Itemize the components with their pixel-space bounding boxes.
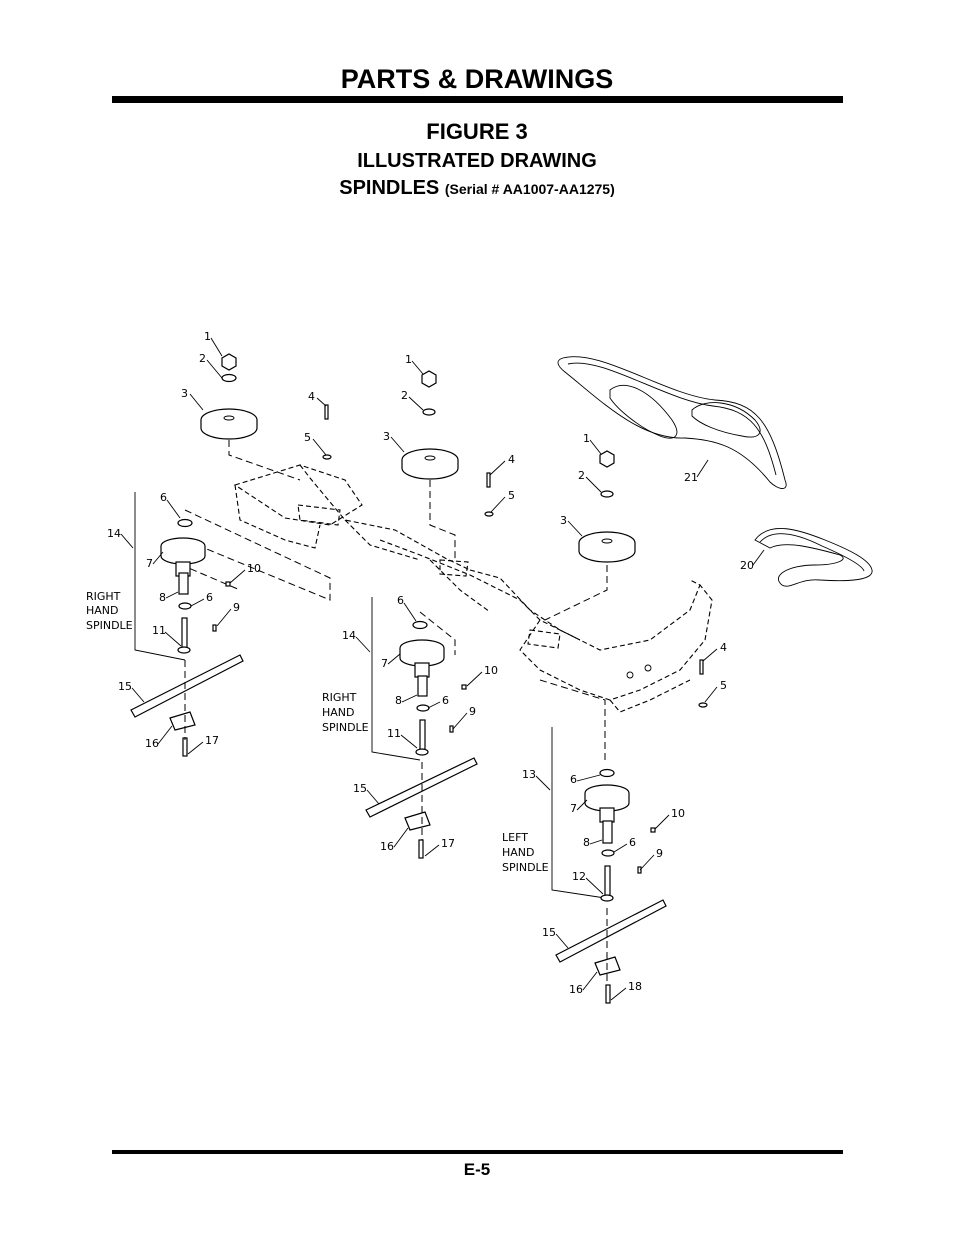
- callout-4: 4: [508, 453, 515, 466]
- callout-10: 10: [671, 807, 685, 820]
- header-rule: [112, 96, 843, 103]
- callout-4: 4: [308, 390, 315, 403]
- callout-11: 11: [152, 624, 166, 637]
- mower-deck-outline: [233, 464, 713, 713]
- callout-6: 6: [570, 773, 577, 786]
- pulley-stack-center: [401, 370, 494, 560]
- assembly-label-left-3: SPINDLE: [502, 861, 549, 874]
- callout-15: 15: [353, 782, 367, 795]
- figure-type: ILLUSTRATED DRAWING: [357, 150, 597, 172]
- callout-16: 16: [380, 840, 394, 853]
- assembly-label-right-a-1: RIGHT: [86, 590, 121, 603]
- callout-5: 5: [304, 431, 311, 444]
- assembly-labels: RIGHT HAND SPINDLE RIGHT HAND SPINDLE LE…: [86, 590, 549, 874]
- callout-10: 10: [247, 562, 261, 575]
- assembly-label-left-2: HAND: [502, 846, 535, 859]
- assembly-label-right-a-3: SPINDLE: [86, 619, 133, 632]
- callout-labels: 1 2 3 4 5 1 2 3 4 5 1 2 3 4 5 21 20 6 14…: [107, 330, 754, 996]
- callout-5: 5: [720, 679, 727, 692]
- callout-6: 6: [629, 836, 636, 849]
- callout-9: 9: [233, 601, 240, 614]
- figure-subject: SPINDLES (Serial # AA1007-AA1275): [0, 175, 954, 202]
- callout-1: 1: [583, 432, 590, 445]
- page-title: PARTS & DRAWINGS: [340, 64, 614, 94]
- figure-subject-text: SPINDLES: [339, 177, 440, 199]
- callout-8: 8: [395, 694, 402, 707]
- callout-7: 7: [381, 657, 388, 670]
- assembly-label-right-b-2: HAND: [322, 706, 355, 719]
- assembly-label-right-b-1: RIGHT: [322, 691, 357, 704]
- callout-14: 14: [342, 629, 356, 642]
- callout-17: 17: [205, 734, 219, 747]
- page-number: E-5: [463, 1160, 491, 1179]
- callout-3: 3: [181, 387, 188, 400]
- callout-leaders: [120, 337, 765, 1001]
- figure-number: FIGURE 3: [426, 119, 528, 144]
- assembly-label-right-b-3: SPINDLE: [322, 721, 369, 734]
- callout-6: 6: [397, 594, 404, 607]
- pulley-stack-left: [200, 353, 332, 481]
- callout-16: 16: [569, 983, 583, 996]
- callout-7: 7: [570, 802, 577, 815]
- callout-7: 7: [146, 557, 153, 570]
- callout-15: 15: [118, 680, 132, 693]
- belt-20: [754, 528, 873, 587]
- callout-2: 2: [199, 352, 206, 365]
- figure-serial-range: (Serial # AA1007-AA1275): [444, 181, 615, 197]
- callout-13: 13: [522, 768, 536, 781]
- callout-5: 5: [508, 489, 515, 502]
- assembly-label-left-1: LEFT: [502, 831, 528, 844]
- callout-4: 4: [720, 641, 727, 654]
- callout-3: 3: [560, 514, 567, 527]
- callout-16: 16: [145, 737, 159, 750]
- spindle-assembly-right-b: [365, 597, 478, 859]
- callout-17: 17: [441, 837, 455, 850]
- callout-18: 18: [628, 980, 642, 993]
- callout-2: 2: [401, 389, 408, 402]
- callout-8: 8: [159, 591, 166, 604]
- callout-2: 2: [578, 469, 585, 482]
- callout-1: 1: [405, 353, 412, 366]
- callout-21: 21: [684, 471, 698, 484]
- spindle-assembly-left: [539, 679, 667, 1004]
- callout-11: 11: [387, 727, 401, 740]
- assembly-label-right-a-2: HAND: [86, 604, 119, 617]
- callout-15: 15: [542, 926, 556, 939]
- footer-rule: [112, 1150, 843, 1154]
- callout-6: 6: [442, 694, 449, 707]
- callout-8: 8: [583, 836, 590, 849]
- callout-14: 14: [107, 527, 121, 540]
- callout-20: 20: [740, 559, 754, 572]
- belt-21: [557, 356, 787, 489]
- callout-6: 6: [160, 491, 167, 504]
- callout-12: 12: [572, 870, 586, 883]
- callout-1: 1: [204, 330, 211, 343]
- callout-6: 6: [206, 591, 213, 604]
- spindle-assembly-right-a: [130, 492, 331, 757]
- callout-3: 3: [383, 430, 390, 443]
- pulley-stack-right: [544, 450, 708, 708]
- callout-9: 9: [469, 705, 476, 718]
- callout-9: 9: [656, 847, 663, 860]
- callout-10: 10: [484, 664, 498, 677]
